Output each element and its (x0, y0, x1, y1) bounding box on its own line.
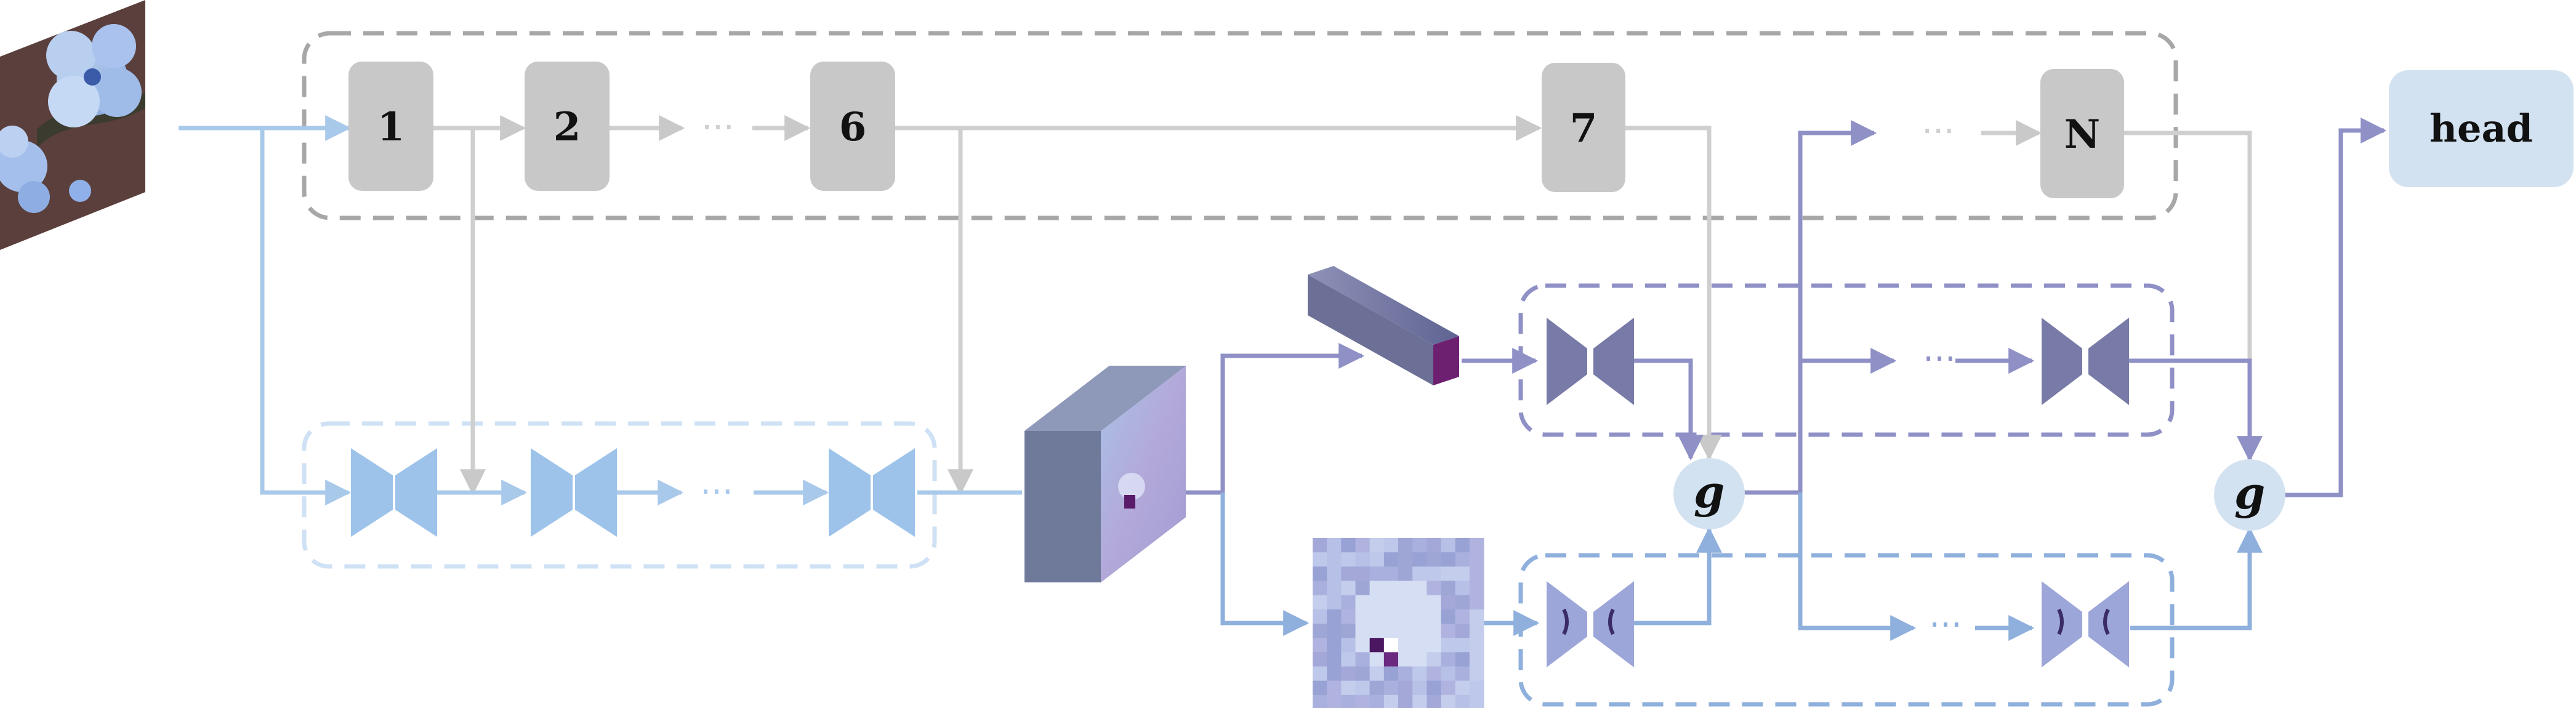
input-image (0, 0, 145, 250)
head-block: head (2389, 70, 2574, 187)
image-adapter-2 (531, 448, 573, 537)
block-n-label: N (2064, 111, 2101, 158)
backbone-ellipsis-2: ··· (1922, 111, 1954, 151)
gate-1: g (1673, 458, 1745, 529)
spatial-adapters (1547, 581, 2129, 667)
gate-2: g (2214, 459, 2285, 531)
split-connections (1186, 343, 1540, 636)
block-1-label: 1 (377, 104, 405, 150)
feature-map (1313, 538, 1484, 708)
gate1-outputs (1744, 120, 2035, 641)
block-6-label: 6 (839, 104, 867, 150)
token-adapters (1547, 318, 2129, 405)
gate-2-label: g (2234, 467, 2265, 519)
token-adapter-2 (2042, 318, 2082, 405)
token-adapter-1 (1547, 318, 1587, 405)
token-bar (1308, 266, 1459, 385)
backbone-block-7: 7 (1542, 63, 1625, 192)
feature-cube (1024, 366, 1186, 582)
gate2-inputs (2088, 118, 2387, 630)
backbone-block-2: 2 (525, 62, 610, 191)
image-adapter-3 (829, 448, 871, 537)
spatial-adapter-ellipsis: ··· (1929, 605, 1962, 645)
backbone-connections (179, 115, 2263, 496)
image-adapter-1 (351, 448, 393, 537)
backbone-block-n: N (2040, 69, 2124, 198)
adapter-connections (260, 128, 1022, 505)
image-adapters (351, 448, 915, 537)
backbone-ellipsis: ··· (701, 108, 734, 148)
backbone-container (302, 31, 2178, 220)
block-2-label: 2 (553, 104, 581, 150)
token-adapter-ellipsis: ··· (1923, 339, 1955, 379)
image-adapter-container (302, 421, 937, 569)
head-label: head (2429, 106, 2533, 151)
gate-1-label: g (1694, 465, 1725, 518)
backbone-block-6: 6 (810, 62, 895, 191)
block-7-label: 7 (1570, 105, 1598, 151)
image-adapter-ellipsis: ··· (700, 472, 733, 512)
backbone-block-1: 1 (348, 62, 433, 191)
